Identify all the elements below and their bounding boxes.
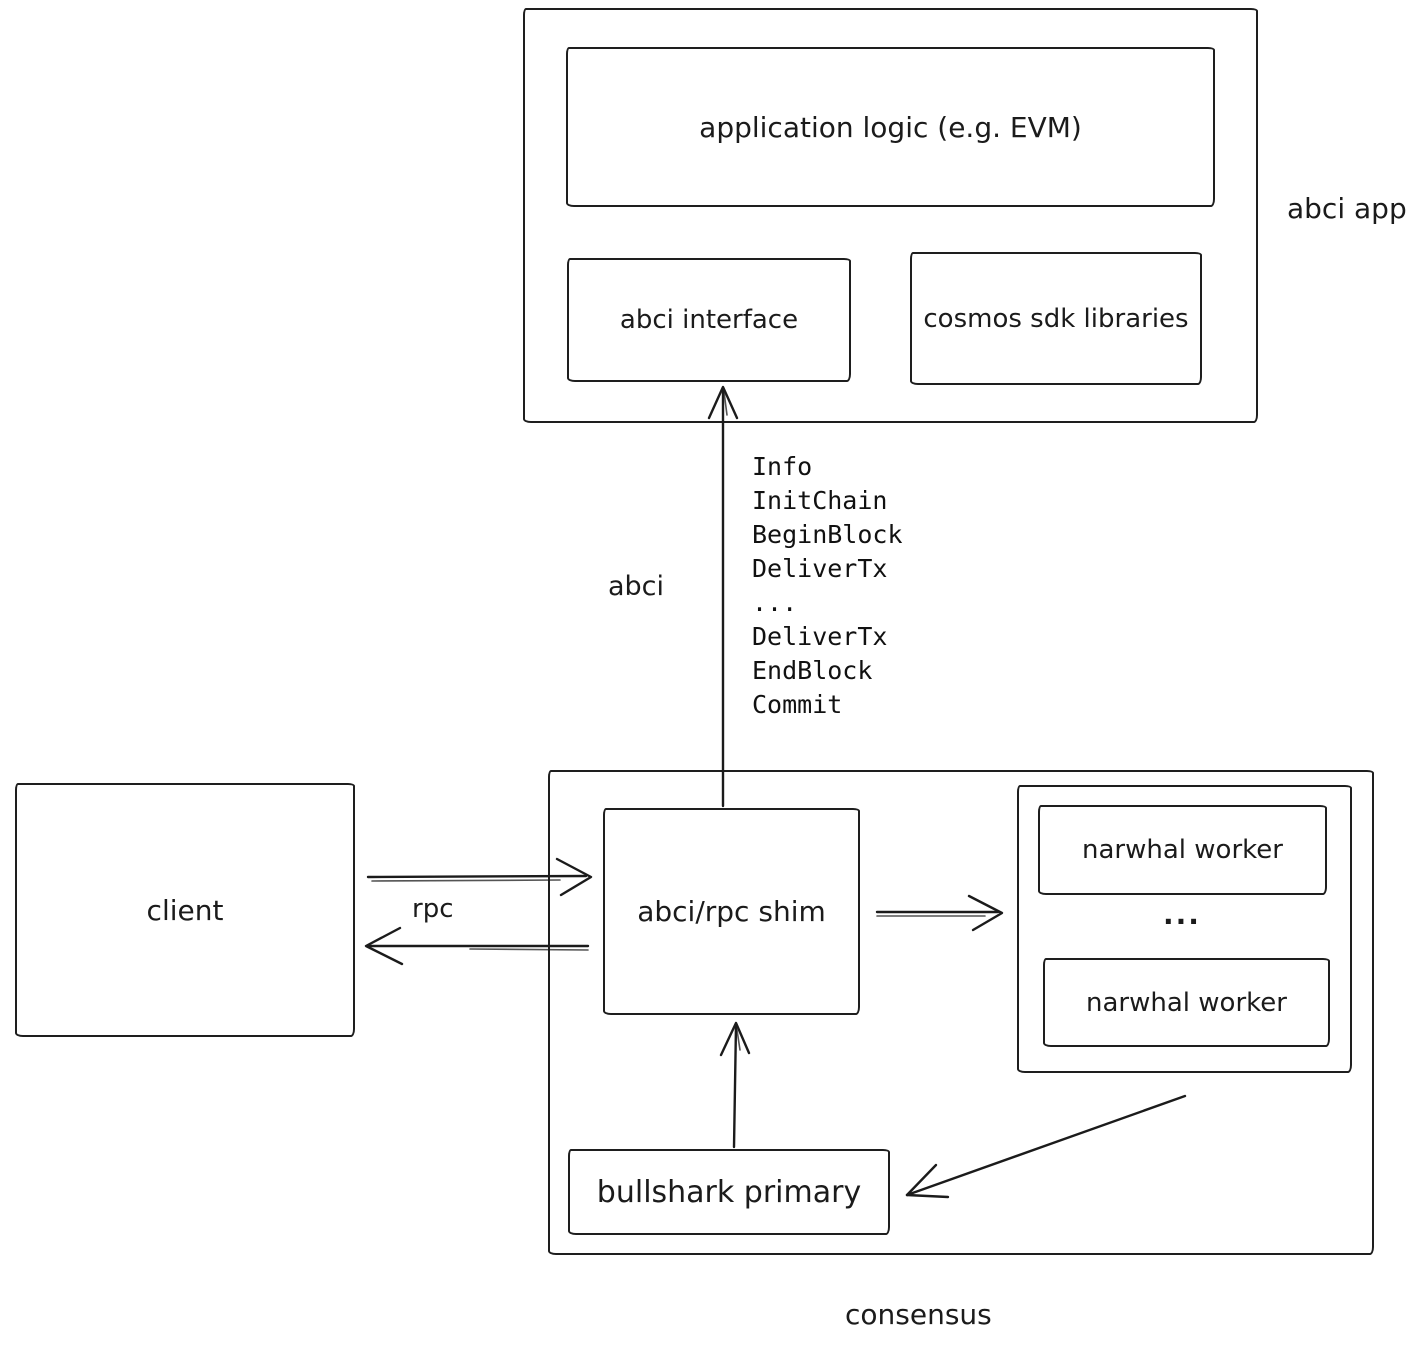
abci-channel-label: abci: [608, 571, 665, 602]
box-cosmos-sdk-libraries: cosmos sdk libraries: [910, 252, 1202, 385]
abci-message: Info: [752, 452, 813, 481]
consensus-label: consensus: [845, 1298, 992, 1331]
abci-interface-label: abci interface: [619, 305, 799, 335]
bullshark-primary-label: bullshark primary: [596, 1174, 862, 1210]
abci-message: ...: [752, 588, 798, 617]
narwhal-worker-bottom-label: narwhal worker: [1086, 987, 1287, 1018]
box-narwhal-worker-top: narwhal worker: [1038, 805, 1327, 895]
box-client: client: [15, 783, 355, 1037]
box-narwhal-workers-group: [1017, 785, 1352, 1073]
abci-message: BeginBlock: [752, 520, 903, 549]
abci-rpc-shim-label: abci/rpc shim: [637, 895, 826, 928]
client-label: client: [146, 893, 224, 927]
narwhal-workers-ellipsis: ...: [1163, 898, 1201, 931]
abci-message: EndBlock: [752, 656, 873, 685]
cosmos-sdk-libraries-label: cosmos sdk libraries: [923, 303, 1189, 334]
box-consensus: [548, 770, 1374, 1255]
abci-app-label: abci app: [1287, 192, 1407, 225]
abci-message: InitChain: [752, 486, 888, 515]
box-application-logic: application logic (e.g. EVM): [566, 47, 1215, 207]
box-abci-app: [523, 8, 1258, 423]
box-bullshark-primary: bullshark primary: [568, 1149, 890, 1235]
application-logic-label: application logic (e.g. EVM): [699, 110, 1082, 144]
box-abci-rpc-shim: abci/rpc shim: [603, 808, 860, 1015]
abci-message: DeliverTx: [752, 554, 888, 583]
abci-message: DeliverTx: [752, 622, 888, 651]
arrow-shim-to-abci-interface: [707, 385, 739, 808]
box-narwhal-worker-bottom: narwhal worker: [1043, 958, 1330, 1047]
rpc-label: rpc: [412, 894, 454, 924]
box-abci-interface: abci interface: [567, 258, 851, 382]
abci-message-list: Info InitChain BeginBlock DeliverTx ... …: [752, 450, 903, 722]
abci-message: Commit: [752, 690, 843, 719]
narwhal-worker-top-label: narwhal worker: [1082, 835, 1283, 865]
